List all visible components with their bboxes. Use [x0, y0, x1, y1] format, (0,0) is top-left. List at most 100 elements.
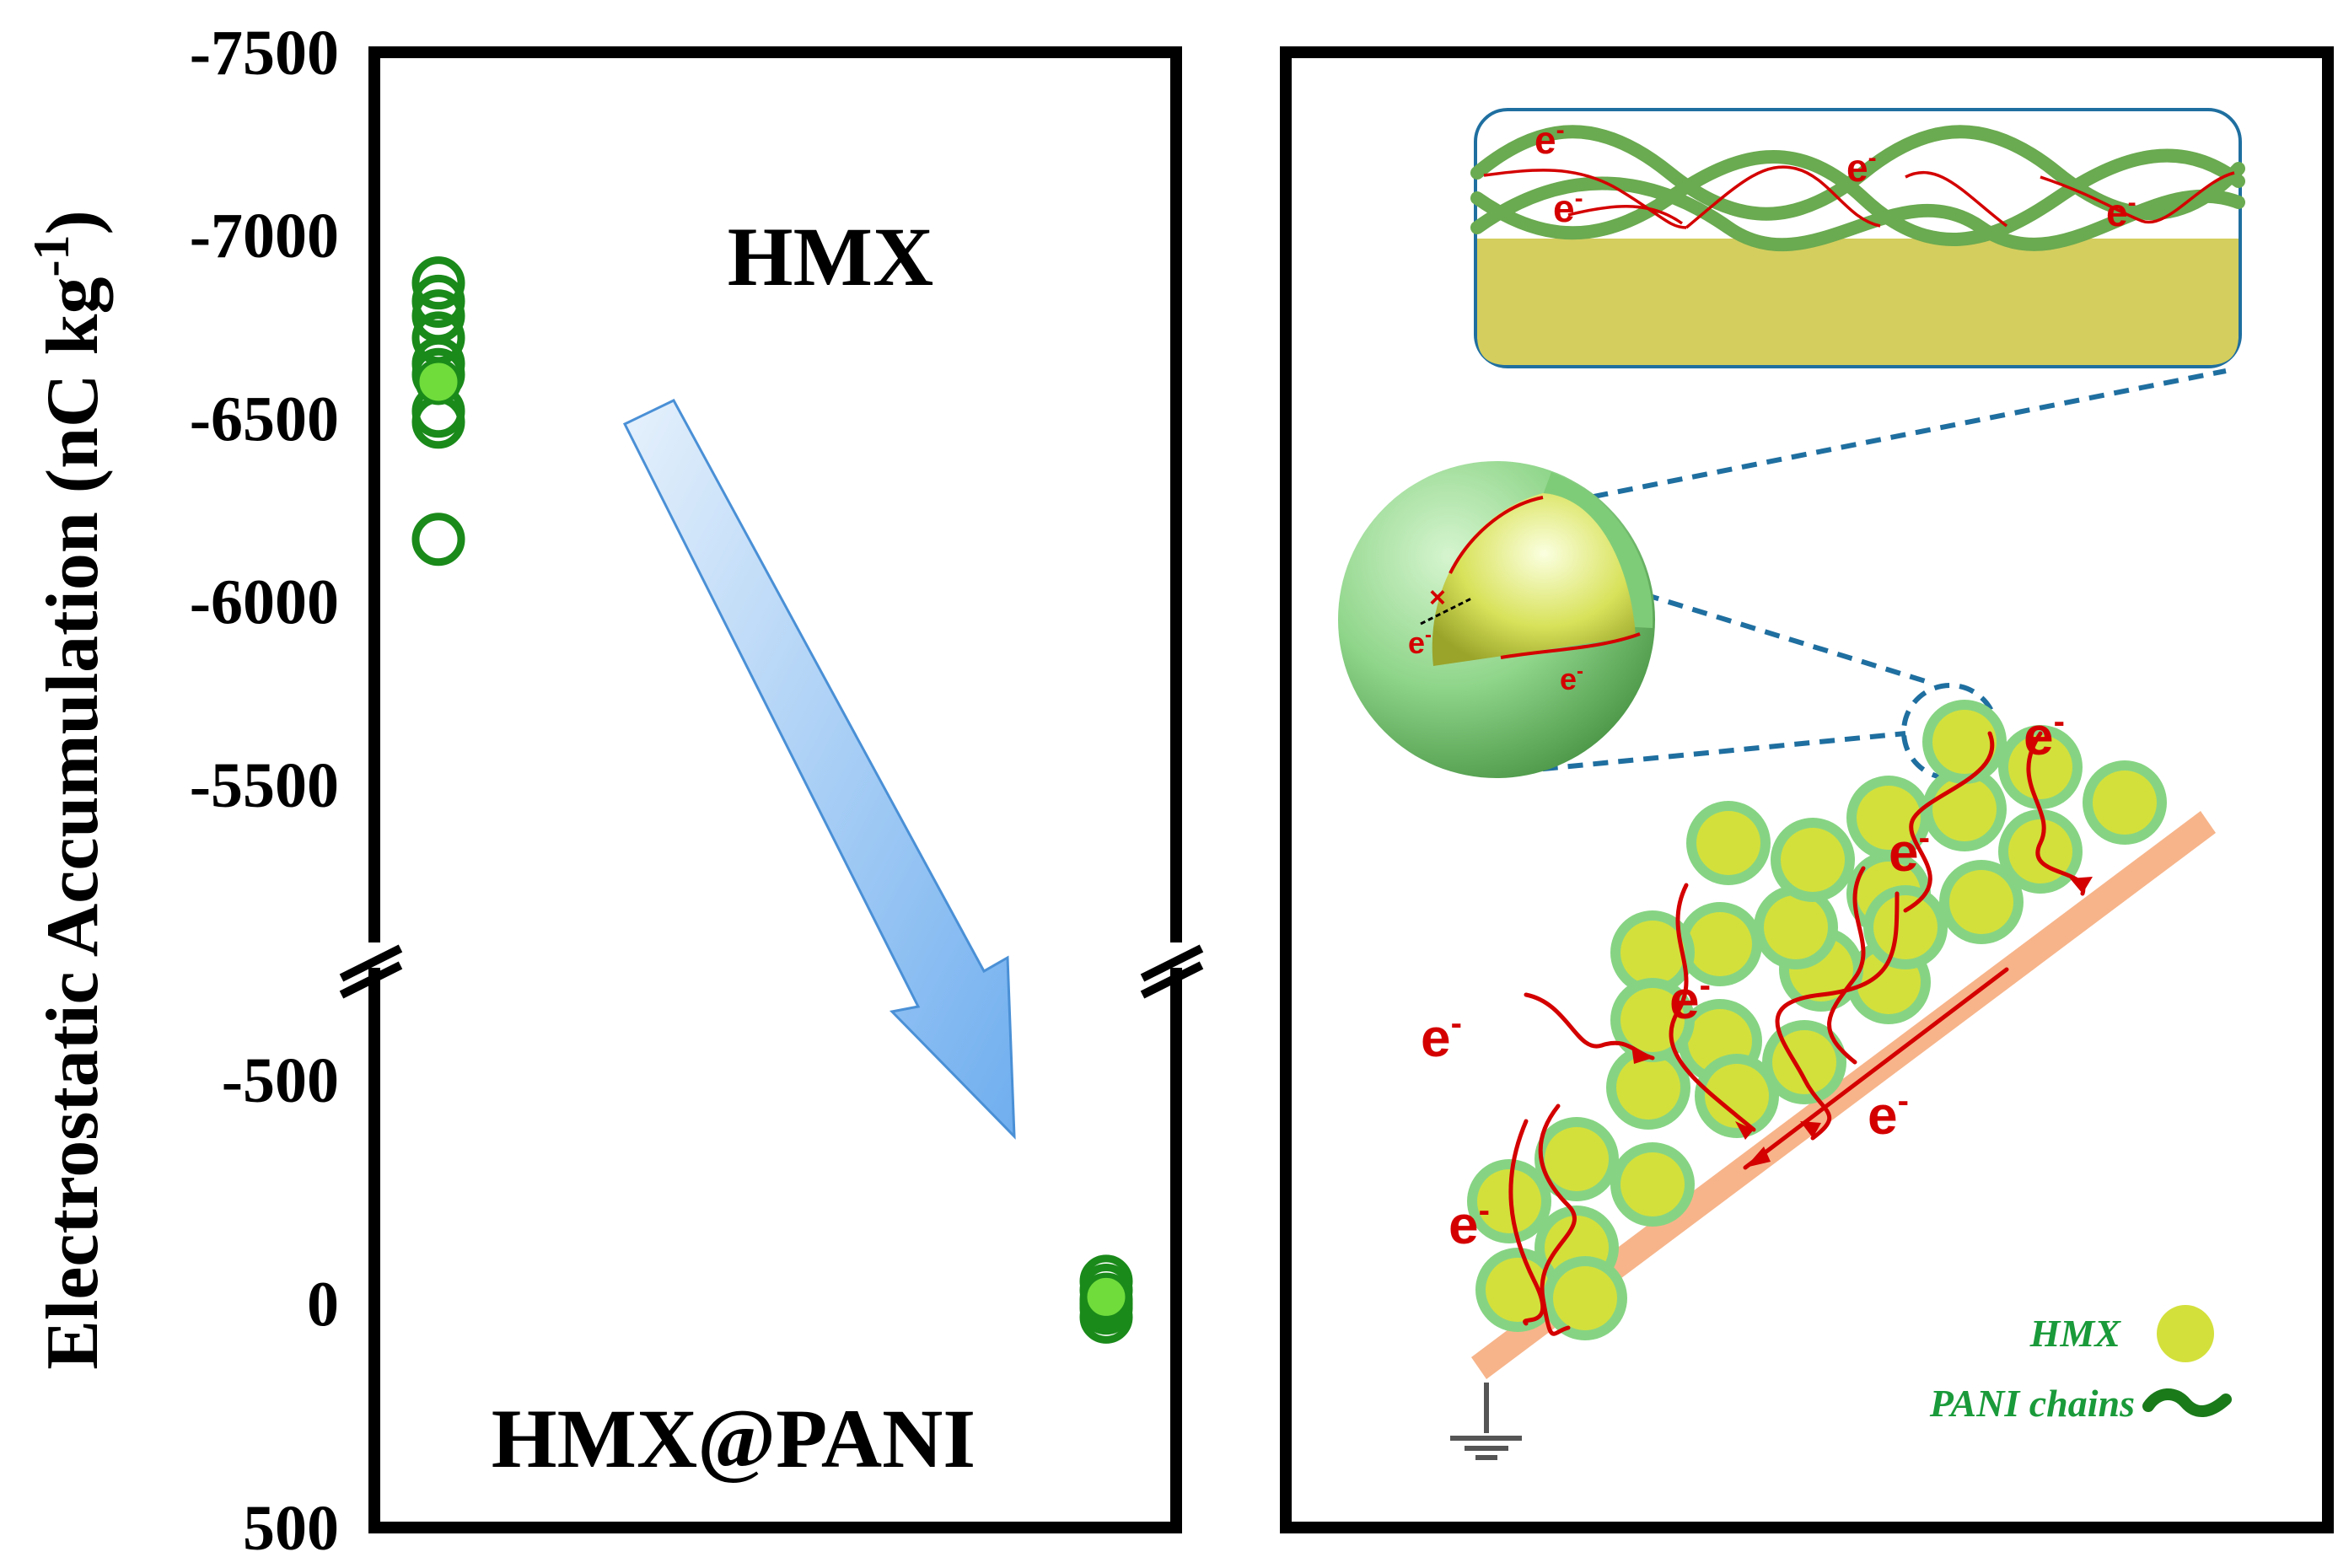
data-point	[411, 513, 465, 567]
particle-core	[1545, 1127, 1609, 1191]
particle-core	[1620, 988, 1685, 1052]
y-tick-label: -7500	[190, 18, 339, 89]
y-tick-label: 0	[307, 1269, 339, 1340]
schematic-frame	[1280, 46, 2334, 1533]
particle-core	[1616, 1055, 1680, 1120]
y-axis-title-main: Electrostatic Accumulation (nC kg	[32, 277, 114, 1370]
pani-chain-2	[1470, 148, 2245, 247]
particle-core	[1764, 895, 1828, 959]
zoom-line-sphere-to-particle-1	[1643, 592, 1932, 685]
schematic-diagram: e- e- e- e- × e- e-	[1280, 46, 2334, 1533]
particle-core	[1620, 1152, 1685, 1216]
inset-electron-path-3	[1685, 165, 1881, 229]
sphere-electron-label-1: e-	[1408, 624, 1432, 660]
electron-label-d: e-	[1421, 1005, 1462, 1068]
axis-break-mark-left-1	[339, 944, 403, 982]
arrowhead-substrate	[1745, 1146, 1771, 1168]
arrowhead-incoming	[1631, 1045, 1653, 1064]
particle-core	[2008, 735, 2072, 799]
inset-electron-path-2	[1567, 205, 1684, 225]
y-axis-title: Electrostatic Accumulation (nC kg-1)	[24, 210, 114, 1370]
pani-chain-icon	[2142, 1388, 2232, 1417]
inset-electron-label-2: e-	[1553, 185, 1583, 230]
particle-core	[1781, 828, 1845, 892]
surface-zoom-inset: e- e- e- e-	[1470, 108, 2245, 368]
hmx-annotation: HMX	[728, 210, 933, 303]
arrowhead-path-3	[1735, 1121, 1754, 1140]
arrowhead-path-5	[1800, 1121, 1821, 1138]
particle-core	[1873, 895, 1938, 959]
sphere-electron-label-2: e-	[1560, 660, 1583, 696]
arrowhead-path-7	[2070, 877, 2093, 894]
particle-core	[1553, 1266, 1617, 1330]
sphere-electron-paths	[1448, 496, 1641, 659]
electron-path-3	[1669, 883, 1756, 1132]
schematic-legend: HMX PANI chains	[1929, 1305, 2232, 1425]
y-tick-label: -500	[222, 1045, 339, 1116]
particle-stack	[1467, 700, 2167, 1340]
zoom-line-sphere-to-particle-2	[1491, 731, 1906, 776]
inset-electron-labels: e- e- e- e-	[1534, 116, 2136, 234]
inset-electron-path-5	[2040, 171, 2235, 224]
trend-arrow	[622, 399, 1016, 1140]
y-tick-label: -7000	[190, 201, 339, 271]
inset-electron-label-1: e-	[1534, 116, 1565, 162]
particle-core	[2008, 819, 2072, 883]
electron-path-6	[1903, 731, 1995, 913]
inset-electron-label-4: e-	[2106, 189, 2136, 234]
legend-label-hmx: HMX	[2029, 1312, 2122, 1355]
y-tick-label: -6000	[190, 567, 339, 638]
inset-electron-paths	[1483, 165, 2235, 229]
data-point	[411, 256, 465, 310]
axis-break-marks	[339, 942, 1204, 999]
electron-label-b: e-	[1889, 819, 1930, 883]
sphere-core	[1432, 493, 1636, 666]
downward-arrow-icon	[622, 399, 1016, 1140]
core-shell-sphere: × e- e-	[1338, 461, 1655, 778]
electron-label-c: e-	[1669, 967, 1711, 1030]
inset-electron-path-1	[1483, 169, 1687, 229]
axis-break-mark-right-2	[1140, 961, 1204, 999]
data-point	[411, 274, 465, 328]
particle-core	[1932, 777, 1997, 841]
particle-core	[1696, 811, 1760, 875]
particle-core	[1620, 921, 1685, 985]
hmx-particle-icon	[2157, 1305, 2214, 1362]
blocked-cross-icon: ×	[1429, 582, 1446, 614]
y-axis-title-close: )	[32, 210, 114, 234]
particle-core	[1932, 710, 1997, 774]
blocked-electron-path	[1420, 597, 1472, 626]
zoom-line-inset-to-sphere	[1567, 368, 2227, 504]
particle-core	[1486, 1258, 1550, 1322]
electron-label-f: e-	[1448, 1192, 1490, 1255]
particle-electron-labels: e- e- e- e- e- e-	[1421, 703, 2065, 1255]
y-tick-label: -5500	[190, 750, 339, 821]
pani-chain-1	[1470, 125, 2245, 221]
particle-core	[1772, 1030, 1836, 1094]
axis-break-mark-left-2	[339, 961, 403, 999]
electron-path-2	[1508, 1119, 1545, 1326]
pani-chain-3	[1470, 176, 2245, 252]
inset-electron-path-4	[1905, 171, 2008, 228]
inset-electron-label-3: e-	[1846, 144, 1877, 190]
axis-break-mark-right-1	[1140, 944, 1204, 982]
electron-path-7	[2026, 731, 2086, 896]
legend-label-pani: PANI chains	[1929, 1382, 2135, 1425]
electron-label-e: e-	[1868, 1082, 1909, 1146]
particle-core	[1949, 870, 2013, 934]
particle-core	[1705, 1064, 1769, 1128]
sphere-electron-path-2	[1500, 632, 1641, 659]
pani-chains	[1470, 125, 2245, 252]
chart-frame	[368, 46, 1182, 1533]
electron-arrowheads	[1631, 877, 2093, 1168]
electron-label-a: e-	[2024, 703, 2065, 766]
electron-path-substrate	[1743, 967, 2009, 1170]
electron-path-4	[1827, 866, 1866, 1065]
y-axis-title-superscript: -1	[24, 235, 79, 277]
particle-core	[1857, 786, 1921, 850]
electron-path-1	[1538, 1104, 1577, 1336]
particle-core	[1688, 912, 1752, 976]
